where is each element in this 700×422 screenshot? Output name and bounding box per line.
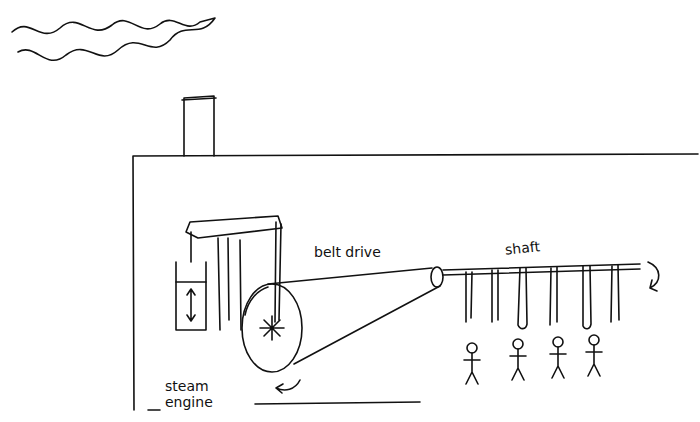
part-label: shaft [502, 238, 542, 258]
building-outline [133, 154, 698, 410]
flywheel-hub [260, 316, 284, 340]
flywheel [242, 284, 302, 372]
cylinder [176, 262, 206, 330]
frame-posts [218, 238, 241, 330]
workers [464, 335, 602, 384]
piston-rod [190, 232, 192, 262]
belt [268, 268, 440, 364]
piston-arrow [187, 289, 195, 321]
flywheel-rim [245, 287, 268, 315]
pulley [431, 267, 443, 287]
part-label: belt drive [312, 244, 383, 260]
walking-beam [186, 216, 282, 238]
machine-belts [466, 265, 619, 329]
cylinder-piston [176, 281, 206, 283]
chimney-rim [182, 98, 216, 100]
rotation-arrow [276, 380, 300, 393]
smoke [12, 18, 215, 60]
connecting-rod [275, 222, 281, 322]
rotation-arrow [648, 262, 659, 291]
chimney [184, 96, 214, 156]
part-label: steam engine [163, 378, 225, 410]
